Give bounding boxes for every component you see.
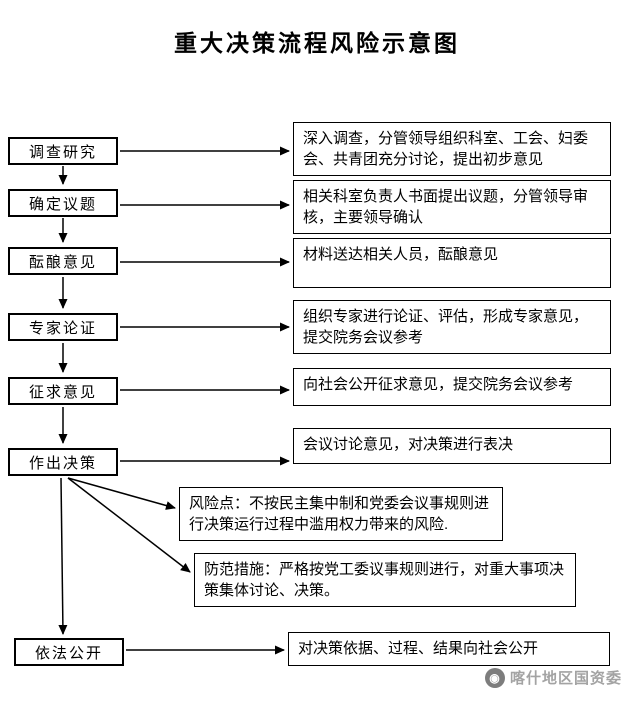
step-label: 确定议题 bbox=[28, 195, 97, 213]
detail-solicit-opinions: 向社会公开征求意见，提交院务会议参考 bbox=[293, 368, 611, 406]
step-expert-review: 专家论证 bbox=[8, 313, 118, 341]
arrow-decision-risk bbox=[67, 477, 176, 510]
step-deliberate-opinions: 酝酿意见 bbox=[8, 247, 118, 275]
detail-public-disclosure: 对决策依据、过程、结果向社会公开 bbox=[288, 632, 610, 666]
watermark: ◉ 喀什地区国资委 bbox=[484, 667, 622, 688]
step-solicit-opinions: 征求意见 bbox=[8, 377, 118, 405]
watermark-text: 喀什地区国资委 bbox=[509, 670, 622, 687]
step-label: 调查研究 bbox=[28, 143, 97, 161]
step-public-disclosure: 依法公开 bbox=[14, 638, 124, 666]
step-set-agenda: 确定议题 bbox=[8, 189, 118, 217]
detail-deliberate-opinions: 材料送达相关人员，酝酿意见 bbox=[293, 238, 611, 288]
detail-investigate-research: 深入调查，分管领导组织科室、工会、妇委会、共青团充分讨论，提出初步意见 bbox=[293, 122, 611, 176]
step-label: 专家论证 bbox=[28, 319, 97, 337]
step-label: 依法公开 bbox=[34, 644, 103, 662]
page-title: 重大决策流程风险示意图 bbox=[174, 30, 460, 56]
step-label: 酝酿意见 bbox=[28, 253, 97, 271]
step-label: 征求意见 bbox=[28, 383, 97, 401]
step-label: 作出决策 bbox=[28, 454, 97, 472]
emblem-icon: ◉ bbox=[484, 667, 505, 688]
arrow-decision-disclosure bbox=[58, 477, 68, 635]
arrow-decision-measure bbox=[67, 477, 191, 573]
detail-make-decision: 会议讨论意见，对决策进行表决 bbox=[293, 428, 611, 464]
detail-set-agenda: 相关科室负责人书面提出议题，分管领导审核，主要领导确认 bbox=[293, 180, 611, 234]
detail-expert-review: 组织专家进行论证、评估，形成专家意见，提交院务会议参考 bbox=[293, 300, 611, 354]
step-investigate-research: 调查研究 bbox=[8, 137, 118, 165]
risk-note-box: 风险点：不按民主集中制和党委会议事规则进行决策运行过程中滥用权力带来的风险. bbox=[179, 487, 503, 541]
prevention-note-box: 防范措施：严格按党工委议事规则进行，对重大事项决策集体讨论、决策。 bbox=[194, 553, 576, 607]
step-make-decision: 作出决策 bbox=[8, 448, 118, 476]
